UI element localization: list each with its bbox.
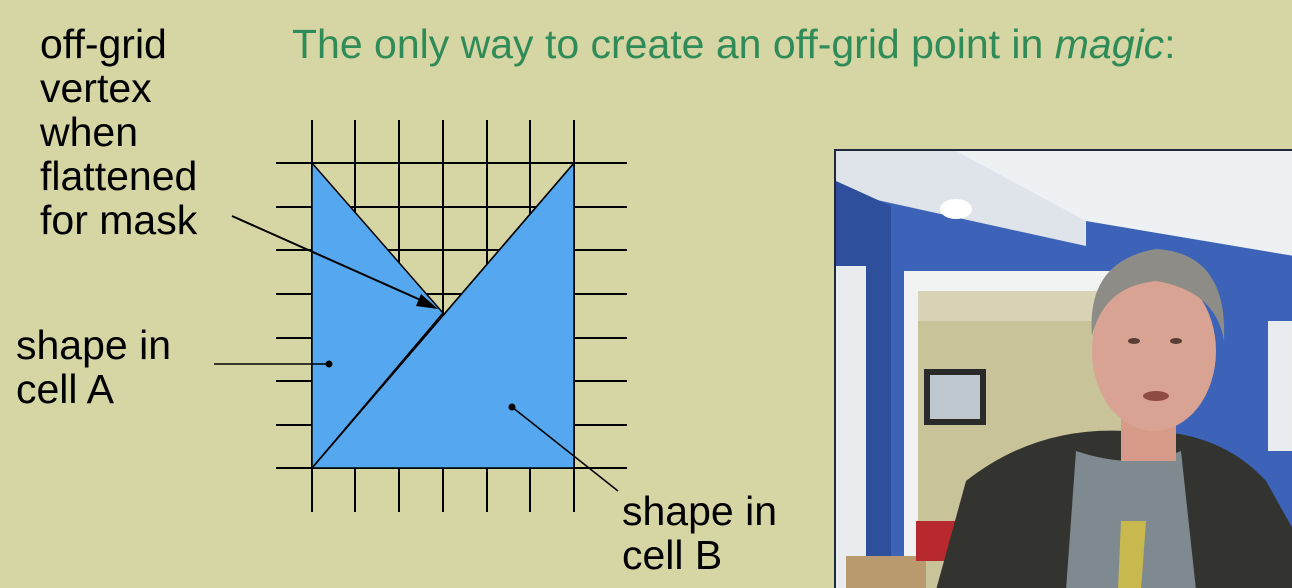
- label-cell-a-line: cell A: [16, 366, 114, 412]
- ceiling-light: [940, 199, 972, 219]
- presenter-head: [1092, 271, 1216, 431]
- title-prefix: The only way to create an off-grid point…: [292, 21, 1055, 67]
- diagonal-edge: [311, 162, 575, 469]
- label-cell-b-line: cell B: [622, 532, 723, 578]
- label-offgrid-line: vertex: [40, 65, 152, 111]
- webcam-video: [834, 149, 1292, 588]
- label-offgrid-line: off-grid: [40, 21, 167, 67]
- webcam-frame: [836, 151, 1292, 588]
- label-shape-cell-b: shape in cell B: [622, 489, 777, 577]
- offgrid-pointer-arrowhead: [416, 294, 438, 309]
- label-cell-b-line: shape in: [622, 488, 778, 534]
- shape-cell-a: [311, 161, 444, 471]
- slide-title: The only way to create an off-grid point…: [292, 18, 1176, 70]
- cell-b-pointer-line: [511, 406, 619, 492]
- cell-b-pointer-dot: [508, 403, 516, 411]
- offgrid-pointer-line: [231, 215, 426, 303]
- label-shape-cell-a: shape in cell A: [16, 323, 171, 411]
- title-suffix: :: [1164, 21, 1176, 67]
- label-cell-a-line: shape in: [16, 322, 172, 368]
- label-offgrid-line: when: [40, 109, 139, 155]
- label-offgrid-line: flattened: [40, 153, 198, 199]
- label-offgrid-line: for mask: [40, 197, 198, 243]
- label-offgrid-vertex: off-grid vertex when flattened for mask: [40, 22, 197, 242]
- cell-a-pointer-dot: [325, 360, 333, 368]
- title-emphasis: magic: [1054, 21, 1165, 67]
